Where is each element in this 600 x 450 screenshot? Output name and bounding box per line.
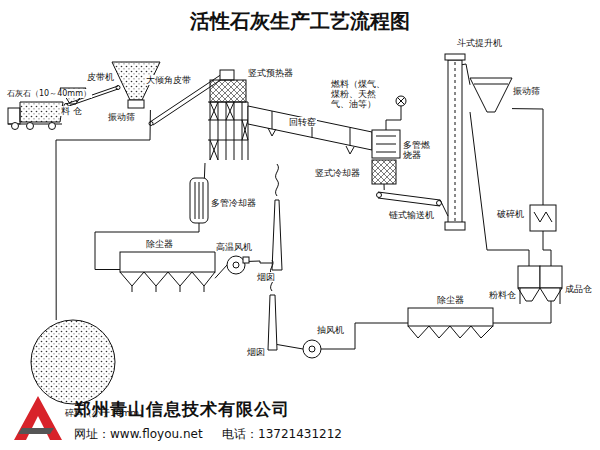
equipment-node: 竖式预热器 — [205, 70, 250, 163]
equipment-label: 成品仓 — [564, 284, 593, 294]
equipment-label: 烟囱 — [256, 272, 276, 282]
equipment-label: 竖式冷却器 — [314, 168, 361, 178]
equipment-node: 多管燃烧器 — [372, 130, 400, 158]
equipment-label: 燃料（煤气、煤粉、天然气、油等） — [330, 80, 394, 109]
equipment-label: 石灰石（10～40mm） — [6, 89, 92, 98]
equipment-node: 振动筛 — [112, 62, 160, 110]
equipment-label: 振动筛 — [107, 112, 136, 122]
equipment-node: 成品仓 — [540, 266, 562, 301]
flow-line — [470, 112, 529, 266]
flow-line — [249, 261, 272, 263]
equipment-label: 料 仓 — [60, 106, 83, 116]
equipment-label: 振动筛 — [512, 86, 541, 96]
flow-line — [493, 301, 551, 323]
equipment-node: 抽风机 — [303, 340, 321, 358]
company-logo — [14, 396, 62, 440]
equipment-label: 回转窑 — [288, 117, 317, 127]
equipment-node: 破碎机 — [530, 205, 556, 231]
equipment-node: 粉料仓 — [518, 266, 540, 301]
contact-text: 网址：www.floyou.net — [74, 426, 203, 443]
equipment-node: 斗式提升机 — [448, 56, 462, 230]
equipment-node: 烟囱 — [272, 200, 282, 270]
equipment-node: 振动筛 — [470, 78, 512, 112]
equipment-label: 破碎机 — [496, 209, 525, 219]
equipment-node: 除尘器 — [408, 308, 493, 338]
flow-line — [204, 163, 206, 178]
flow-line — [462, 64, 470, 85]
equipment-label: 除尘器 — [436, 295, 465, 305]
equipment-label: 链式输送机 — [388, 210, 435, 220]
equipment-label: 皮带机 — [86, 72, 115, 82]
equipment-node: 料 仓 — [60, 88, 86, 106]
flow-line — [384, 184, 385, 190]
company-name: 郑州青山信息技术有限公司 — [74, 398, 290, 421]
equipment-node: 除尘器 — [120, 252, 215, 287]
equipment-node: 碎料（小于10mm） — [31, 320, 115, 404]
equipment-node: 竖式冷却器 — [372, 160, 396, 184]
equipment-label: 除尘器 — [145, 239, 174, 249]
equipment-label: 粉料仓 — [488, 290, 517, 300]
equipment-node: 石灰石（10～40mm） — [8, 102, 63, 128]
equipment-node: 燃料（煤气、煤粉、天然气、油等） — [396, 96, 406, 106]
equipment-node: 回转窑 — [248, 106, 372, 150]
equipment-node: 皮带机 — [66, 86, 118, 108]
equipment-label: 竖式预热器 — [247, 68, 294, 78]
equipment-node: 多管冷却器 — [190, 178, 208, 223]
equipment-label: 多管燃烧器 — [402, 140, 434, 161]
equipment-label: 抽风机 — [316, 325, 345, 335]
flow-line — [543, 231, 551, 266]
diagram-title: 活性石灰生产工艺流程图 — [0, 8, 600, 35]
equipment-label: 多管冷却器 — [210, 198, 257, 208]
equipment-node: 链式输送机 — [378, 190, 440, 206]
flow-line — [386, 106, 401, 130]
contact-text: 电话：13721431212 — [222, 426, 342, 443]
equipment-node: 大倾角皮带 — [150, 70, 230, 125]
flow-line — [56, 110, 150, 320]
equipment-label: 烟囱 — [246, 347, 266, 357]
equipment-label: 斗式提升机 — [456, 38, 503, 48]
flow-line — [512, 109, 543, 205]
flow-line — [440, 200, 448, 216]
equipment-label: 大倾角皮带 — [145, 75, 192, 85]
equipment-node: 高温风机 — [227, 256, 249, 274]
equipment-label: 高温风机 — [215, 242, 253, 252]
flow-line — [277, 345, 303, 350]
flow-line — [215, 265, 227, 278]
equipment-node: 烟囱 — [268, 295, 277, 350]
flow-line — [95, 223, 199, 270]
